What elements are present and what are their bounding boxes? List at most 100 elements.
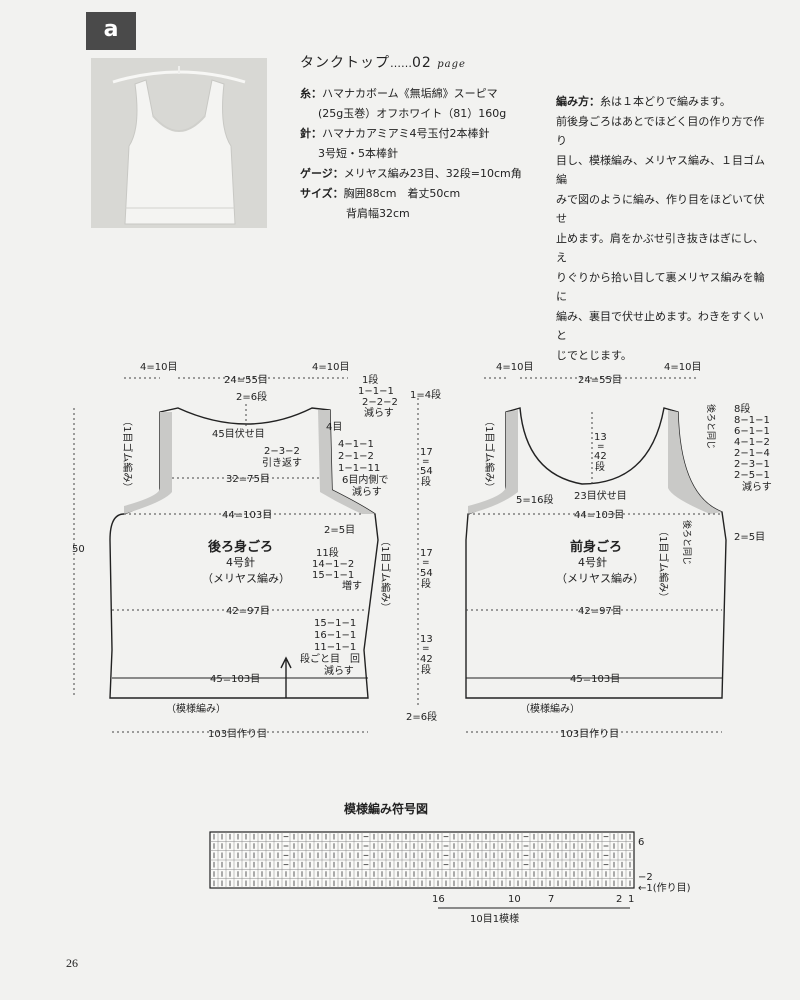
back-shoulder-left: 4=10目 [140,362,177,373]
front-shoulder-left: 4=10目 [496,362,533,373]
back-arrow-head [280,656,292,669]
front-shoulder-right: 4=10目 [664,362,701,373]
back-neck-depth: 2=6段 [236,390,267,403]
product-name: タンクトップ [300,55,390,71]
back-side-inc-0: 11段 [316,546,339,559]
back-rib-small: 4目 [326,422,342,433]
back-rib-label-right: （1目ゴム編み） [379,536,392,612]
vertical-top: 1=4段 [410,388,441,401]
front-neck-depth-cm: 13 [594,432,607,443]
instructions-line-1: 糸は１本どりで編みます。 [600,95,731,108]
front-waist-width: 42=97目 [578,606,622,617]
front-neck-depth-unit: 段 [595,460,605,473]
back-neck-dec-3: 減らす [364,406,394,419]
back-side-inc-3: 増す [342,579,362,592]
front-stitch: （メリヤス編み） [556,571,644,585]
total-length: 50 [72,544,85,555]
back-neck-dec-2: 2−2−2 [362,397,398,408]
back-armhole-dec-3: 6目内側で [342,473,388,486]
vertical-mid-rows: 54 [420,568,433,579]
front-armhole-dec-0: 8段 [734,402,750,415]
yarn-line-2: (25g玉巻）オフホワイト（81）160g [318,107,507,120]
back-neck-dec-1: 1−1−1 [358,386,394,397]
front-neck-side: 5=16段 [516,493,553,506]
vertical-mid-cm: 17 [420,548,433,559]
front-armhole-dec-2: 6−1−1 [734,426,770,437]
back-neck-dec-0: 1段 [362,373,378,386]
yarn-line-1: ハマナカボーム《無垢綿》スーピマ [322,87,498,100]
chart-repeat: 10目1模様 [470,912,519,925]
gauge-label: ゲージ： [300,167,344,180]
front-right-rib [668,410,722,514]
back-chest-width: 44=103目 [222,510,272,521]
vertical-hem: 2=6段 [406,710,437,723]
front-piece: 4=10目 4=10目 24=55目 13 = 42 段 23目伏せ目 5=16… [465,362,772,740]
chart-col-2: 2 [616,894,622,905]
front-armhole-dec-7: 減らす [742,480,772,493]
front-title: 前身ごろ [570,539,622,555]
chart-grid [210,832,634,888]
needle-label: 針： [300,127,322,140]
back-armhole-dec-2: 1−1−11 [338,463,380,474]
instructions-line-6: りぐりから拾い目して裏メリヤス編みを輪に [556,270,765,304]
back-stitch: （メリヤス編み） [202,571,290,585]
vertical-lower-cm: 13 [420,634,433,645]
page-word: page [437,59,466,70]
front-armhole-dec-1: 8−1−1 [734,415,770,426]
size-label: サイズ： [300,187,344,200]
page-reference: 02 [412,55,432,71]
front-rib-label-left: （1目ゴム編み） [483,416,496,492]
back-waist-width: 42=97目 [226,606,270,617]
chart-row-1: ←1(作り目) [638,882,691,894]
vertical-armhole-unit: 段 [421,475,431,488]
front-pattern-label: （模様編み） [520,702,580,715]
back-pattern-label: （模様編み） [166,702,226,715]
back-armhole-dec-0: 4−1−1 [338,439,374,450]
front-same-as-back-top: 後ろと同じ [705,404,717,449]
back-side-inc-2: 15−1−1 [312,570,354,581]
back-shoulder-right: 4=10目 [312,362,349,373]
needle-line-2: 3号短・5本棒針 [318,147,398,160]
front-neck-depth-rows: 42 [594,451,607,462]
back-piece: 4=10目 4=10目 24=55目 2=6段 45目伏せ目 2−3−2 引き返… [72,362,441,740]
vertical-armhole-eq: = [422,457,430,467]
size-line-1: 胸囲88cm 着丈50cm [343,187,461,200]
vertical-mid-unit: 段 [421,577,431,590]
vertical-armhole-cm: 17 [420,447,433,458]
front-cast-on: 103目作り目 [560,728,619,740]
back-title: 後ろ身ごろ [208,539,273,555]
front-same-as-back-side: 後ろと同じ [681,520,693,565]
front-chest-width: 44=103目 [574,510,624,521]
front-rib-side: 2=5目 [734,532,765,543]
vertical-armhole-rows: 54 [420,466,433,477]
front-top-width: 24=55目 [578,375,622,386]
page-number: 26 [66,956,78,970]
instructions-label: 編み方： [556,95,600,108]
vertical-lower-unit: 段 [421,663,431,676]
back-armhole-width: 32=75目 [226,474,270,485]
front-neck-bottom: 23目伏せ目 [574,489,627,502]
vertical-mid-eq: = [422,558,430,568]
back-side-inc-1: 14−1−2 [312,559,354,570]
stitch-chart: 6 −2 ←1(作り目) 16 10 7 2 1 10目1模様 [209,831,691,925]
front-rib-label-right: （1目ゴム編み） [657,526,670,602]
needle-line-1: ハマナカアミアミ4号玉付2本棒針 [322,127,490,140]
back-top-width: 24=55目 [224,375,268,386]
chart-col-1: 1 [628,894,634,905]
back-armhole-dec-4: 減らす [352,485,382,498]
product-title: タンクトップ……02 page [300,52,466,72]
instructions-block: 編み方：糸は１本どりで編みます。 前後身ごろはあとでほどく目の作り方で作り 目し… [556,92,768,365]
back-armhole-dec-1: 2−1−2 [338,451,374,462]
chart-title: 模様編み符号図 [344,802,429,816]
vertical-lower-eq: = [422,644,430,654]
vertical-lower-rows: 42 [420,654,433,665]
back-neck-bindoff: 45目伏せ目 [212,427,265,440]
front-neck-depth-eq: = [597,442,605,452]
size-line-2: 背肩幅32cm [346,207,410,220]
title-dots: …… [390,57,412,70]
instructions-line-8: じでとじます。 [556,348,632,362]
front-needle: 4号針 [578,555,607,569]
front-hem-width: 45=103目 [570,674,620,685]
